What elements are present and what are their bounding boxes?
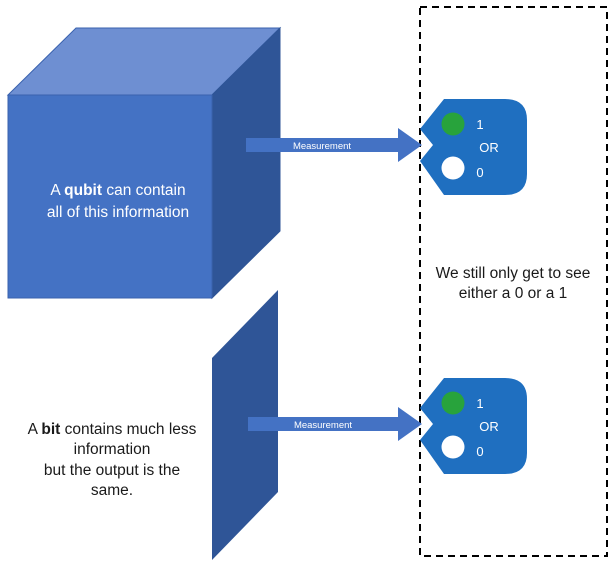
- indicator-body: [420, 99, 527, 195]
- observation-boundary-box: [419, 6, 608, 557]
- indicator-or-label: OR: [479, 419, 499, 434]
- measurement-label-qubit: Measurement: [293, 141, 351, 152]
- qubit-output-indicator: 1 OR 0: [420, 99, 527, 195]
- cube-front-face: [7, 94, 213, 299]
- right-arrow-icon: [246, 128, 422, 162]
- indicator-body: [420, 378, 527, 474]
- qubit-cube: [6, 26, 282, 300]
- observation-note-line2: either a 0 or a 1: [459, 285, 568, 302]
- indicator-zero-label: 0: [476, 165, 483, 180]
- bit-label-line1: A bit contains much less: [28, 421, 197, 438]
- indicator-zero-label: 0: [476, 444, 483, 459]
- indicator-one-label: 1: [476, 396, 483, 411]
- green-light-icon: [441, 391, 465, 415]
- indicator-or-label: OR: [479, 140, 499, 155]
- measurement-arrow-qubit: Measurement: [246, 128, 422, 162]
- bit-label-line3: but the output is the: [44, 462, 180, 479]
- indicator-one-label: 1: [476, 117, 483, 132]
- right-arrow-icon: [248, 407, 422, 441]
- measurement-arrow-bit: Measurement: [248, 407, 422, 441]
- green-light-icon: [441, 112, 465, 136]
- bit-plane: [212, 290, 278, 560]
- qubit-label-line1: A qubit can contain: [50, 182, 185, 199]
- observation-note-line1: We still only get to see: [436, 265, 591, 282]
- white-light-icon: [441, 156, 465, 180]
- white-light-icon: [441, 435, 465, 459]
- bit-label-line4: same.: [91, 482, 133, 499]
- bit-label-line2: information: [74, 441, 151, 458]
- qubit-label-line2: all of this information: [47, 204, 189, 221]
- measurement-label-bit: Measurement: [294, 420, 352, 431]
- bit-output-indicator: 1 OR 0: [420, 378, 527, 474]
